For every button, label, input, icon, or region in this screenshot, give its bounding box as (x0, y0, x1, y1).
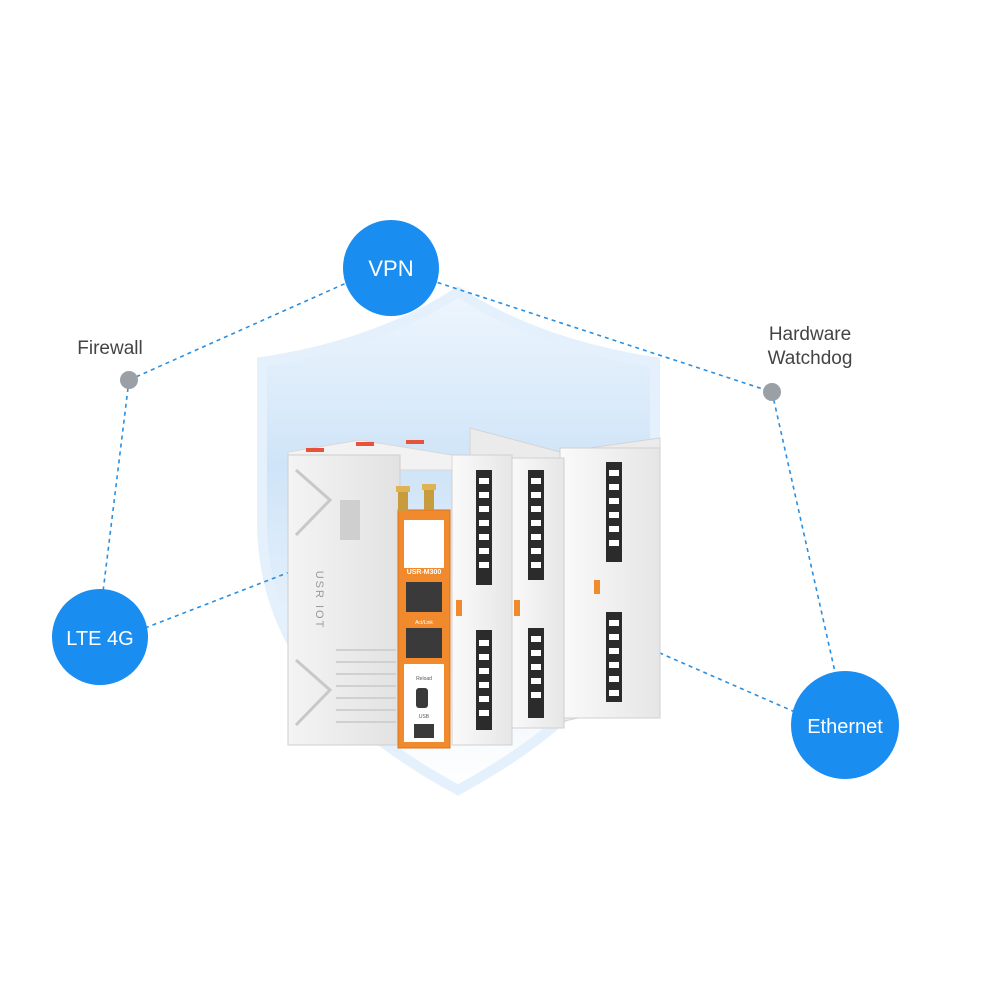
connector-watchdog-ethernet (771, 391, 836, 673)
ethernet-port-2 (406, 628, 442, 658)
watchdog-label-line2: Watchdog (768, 348, 853, 369)
main-unit-side (287, 454, 401, 746)
ethernet-port-1 (406, 582, 442, 612)
connector-lte-device (144, 567, 301, 629)
vpn-label: VPN (368, 256, 413, 281)
antenna-connectors (396, 484, 436, 512)
watchdog-label-line1: Hardware (769, 324, 851, 345)
lte-badge: LTE 4G (52, 589, 148, 685)
vpn-badge: VPN (343, 220, 439, 316)
firewall-label: Firewall (77, 338, 142, 359)
connector-ethernet-device (629, 639, 796, 713)
connector-lines (101, 279, 836, 713)
model-label: USR-M300 (407, 569, 442, 576)
ethernet-badge: Ethernet (791, 671, 899, 779)
brand-label: USR IOT (313, 571, 325, 630)
svg-text:Act/Link: Act/Link (415, 620, 433, 626)
svg-text:USB: USB (419, 714, 430, 720)
connector-firewall-vpn (128, 279, 354, 381)
watchdog-node (763, 383, 781, 401)
firewall-node (120, 371, 138, 389)
svg-text:Reload: Reload (416, 676, 432, 682)
ethernet-label: Ethernet (807, 716, 883, 738)
usb-port (416, 688, 428, 708)
gateway-device: USR IOT USR-M300 Act/Link Reload USB (287, 427, 661, 749)
lte-label: LTE 4G (66, 628, 133, 650)
connector-vpn-watchdog (429, 279, 773, 393)
connector-firewall-lte (101, 379, 130, 601)
